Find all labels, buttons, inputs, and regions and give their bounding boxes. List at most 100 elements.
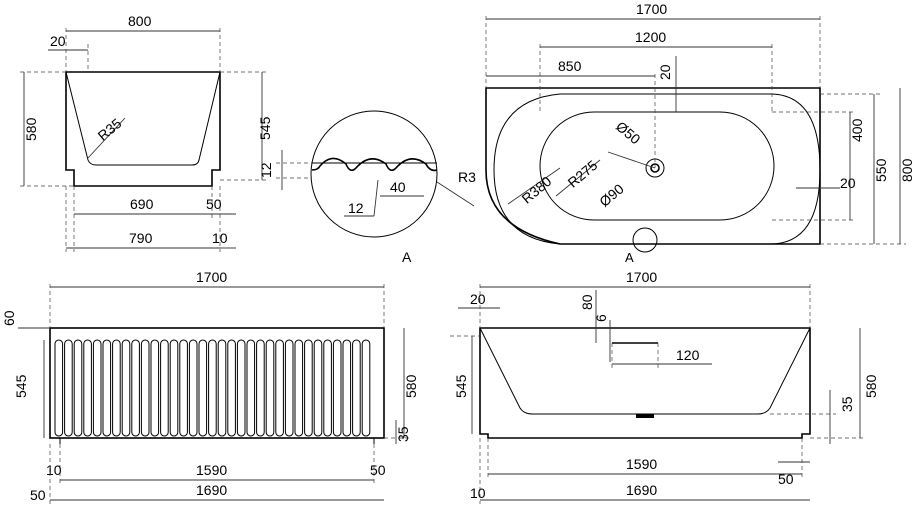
top-width-850: 850 bbox=[558, 58, 582, 74]
flute bbox=[323, 339, 332, 437]
flute bbox=[188, 339, 198, 437]
flute bbox=[102, 339, 112, 437]
top-view-a-label: A bbox=[625, 250, 634, 265]
top-width-20: 20 bbox=[840, 175, 856, 191]
fluted-height-580: 580 bbox=[403, 374, 419, 398]
front-view-inner-basin bbox=[65, 71, 221, 166]
flute bbox=[265, 339, 275, 437]
fluted-height-545: 545 bbox=[13, 374, 29, 398]
front-offset-20: 20 bbox=[50, 33, 66, 49]
flute bbox=[131, 339, 140, 437]
top-view: A 1700 1200 850 20 400 550 800 20 Ø50 Ø9… bbox=[485, 1, 915, 265]
section-width-1690: 1690 bbox=[626, 482, 657, 498]
section-width-10: 10 bbox=[470, 485, 486, 501]
front-view: 800 20 580 545 R35 690 50 790 10 bbox=[20, 13, 273, 252]
drain-dia-50: Ø50 bbox=[613, 118, 644, 147]
flute bbox=[332, 339, 342, 437]
top-width-1200: 1200 bbox=[635, 29, 666, 45]
fluted-width-1700: 1700 bbox=[196, 269, 227, 285]
section-side-view: 1700 20 80 6 120 545 580 35 1590 50 1690… bbox=[450, 269, 879, 504]
section-width-1590: 1590 bbox=[626, 456, 657, 472]
flute bbox=[304, 339, 313, 437]
detail-a-width-12: 12 bbox=[348, 200, 364, 216]
top-depth-800: 800 bbox=[899, 158, 915, 182]
section-height-545: 545 bbox=[453, 374, 469, 398]
section-side-basin bbox=[479, 327, 811, 415]
flute bbox=[179, 339, 188, 437]
section-offset-20: 20 bbox=[470, 291, 486, 307]
flute bbox=[313, 339, 323, 437]
flute bbox=[217, 339, 227, 437]
top-depth-400: 400 bbox=[849, 118, 865, 142]
flute bbox=[236, 339, 246, 437]
flute bbox=[92, 339, 102, 437]
flute bbox=[256, 339, 265, 437]
detail-a-radius-3: R3 bbox=[458, 169, 476, 185]
flute bbox=[208, 339, 217, 437]
front-radius-35: R35 bbox=[95, 115, 125, 144]
fluted-panel bbox=[54, 339, 371, 437]
detail-a-flute-profile bbox=[311, 157, 438, 172]
top-view-rim bbox=[560, 93, 821, 245]
section-height-35: 35 bbox=[839, 396, 855, 412]
top-view-outline bbox=[485, 87, 821, 245]
front-width-50: 50 bbox=[206, 196, 222, 212]
front-width-800: 800 bbox=[128, 13, 152, 29]
fluted-width-50-left: 50 bbox=[30, 487, 46, 503]
flute bbox=[198, 339, 208, 437]
section-width-120: 120 bbox=[676, 347, 700, 363]
section-width-50: 50 bbox=[778, 471, 794, 487]
section-depth-80: 80 bbox=[579, 294, 595, 310]
flute bbox=[121, 339, 131, 437]
flute bbox=[294, 339, 304, 437]
flute bbox=[73, 339, 83, 437]
flute bbox=[361, 339, 371, 437]
flute bbox=[140, 339, 150, 437]
flute bbox=[83, 339, 92, 437]
drain-dia-90: Ø90 bbox=[596, 180, 627, 209]
top-view-rim-left bbox=[493, 93, 561, 245]
flute bbox=[275, 339, 284, 437]
section-side-outline bbox=[479, 327, 811, 439]
front-view-outline bbox=[65, 71, 221, 187]
flute bbox=[227, 339, 236, 437]
top-depth-20: 20 bbox=[657, 64, 673, 80]
section-height-580: 580 bbox=[863, 374, 879, 398]
top-radius-275: R275 bbox=[565, 157, 601, 191]
flute bbox=[54, 339, 64, 437]
section-depth-6: 6 bbox=[593, 314, 609, 322]
fluted-width-1590: 1590 bbox=[196, 462, 227, 478]
front-width-10: 10 bbox=[212, 230, 228, 246]
fluted-depth-60: 60 bbox=[1, 310, 17, 326]
top-view-basin bbox=[539, 111, 775, 221]
top-radius-380: R380 bbox=[519, 173, 555, 207]
drain-inner bbox=[650, 163, 660, 173]
flute bbox=[284, 339, 294, 437]
fluted-side-view: 1700 60 545 580 35 1590 10 50 1690 50 bbox=[1, 269, 419, 506]
detail-a-label: A bbox=[402, 249, 412, 265]
flute bbox=[112, 339, 121, 437]
detail-a: 12 40 12 R3 A bbox=[258, 110, 476, 265]
front-height-580: 580 bbox=[23, 117, 39, 141]
flute bbox=[246, 339, 256, 437]
front-width-690: 690 bbox=[130, 196, 154, 212]
flute bbox=[352, 339, 361, 437]
detail-a-marker bbox=[632, 227, 658, 253]
fluted-width-50-right: 50 bbox=[370, 462, 386, 478]
fluted-side-outline bbox=[49, 327, 385, 439]
flute bbox=[169, 339, 179, 437]
fluted-height-35: 35 bbox=[395, 426, 411, 442]
drain-outlet bbox=[636, 414, 654, 418]
top-width-1700: 1700 bbox=[636, 1, 667, 17]
detail-a-depth-12: 12 bbox=[258, 162, 274, 178]
flute bbox=[160, 339, 169, 437]
flute bbox=[64, 339, 73, 437]
front-width-790: 790 bbox=[129, 230, 153, 246]
section-width-1700: 1700 bbox=[626, 269, 657, 285]
front-height-545: 545 bbox=[257, 116, 273, 140]
fluted-width-10: 10 bbox=[46, 462, 62, 478]
detail-a-circle bbox=[310, 110, 438, 238]
flute bbox=[342, 339, 352, 437]
